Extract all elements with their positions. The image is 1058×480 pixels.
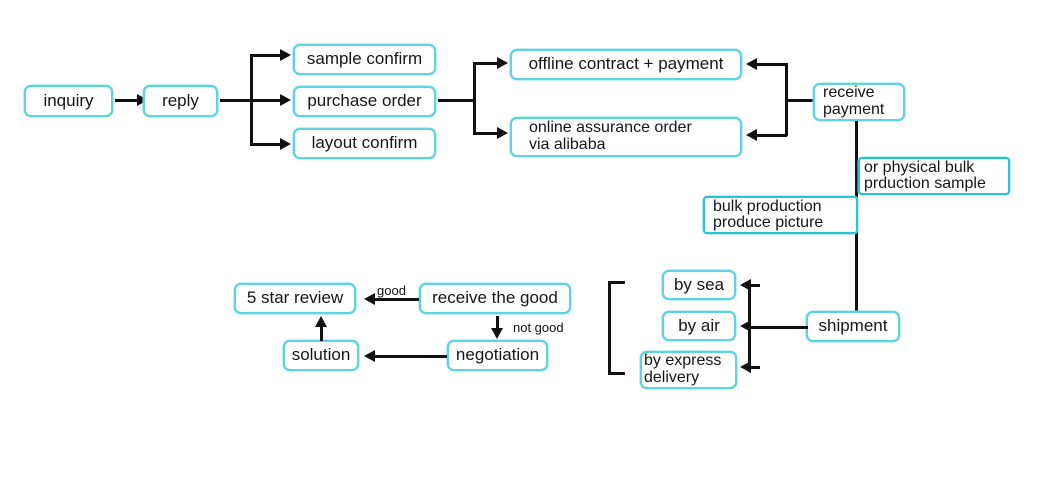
node-receive-payment[interactable]: receive payment: [813, 83, 905, 121]
arrowhead-solution-review: [315, 316, 327, 327]
arrowhead-good: [364, 293, 375, 305]
edge-shipment-sea: [748, 284, 760, 287]
node-by-express-delivery[interactable]: by express delivery: [640, 351, 737, 389]
node-negotiation[interactable]: negotiation: [447, 340, 548, 371]
arrowhead-reply-purchase: [280, 94, 291, 106]
node-receive-the-good[interactable]: receive the good: [419, 283, 571, 314]
arrowhead-reply-layout: [280, 138, 291, 150]
shipping-methods-bracket: [608, 281, 625, 375]
node-bulk-production[interactable]: bulk production produce picture: [703, 196, 858, 234]
edge-not-good: [496, 316, 499, 334]
arrowhead-purchase-offline: [497, 57, 508, 69]
node-5-star-review[interactable]: 5 star review: [234, 283, 356, 314]
edge-shipment-trunk: [748, 326, 808, 329]
node-solution[interactable]: solution: [283, 340, 359, 371]
node-layout-confirm[interactable]: layout confirm: [293, 128, 436, 159]
arrowhead-shipment-sea: [740, 279, 751, 291]
node-sample-confirm[interactable]: sample confirm: [293, 44, 436, 75]
edge-reply-trunk: [220, 99, 252, 102]
edge-reply-purchase: [250, 99, 284, 102]
edge-purchase-offline: [473, 62, 501, 65]
node-inquiry[interactable]: inquiry: [24, 85, 113, 117]
edge-contract-fan-spine: [473, 62, 476, 134]
edge-shipment-express: [748, 366, 760, 369]
edge-label-good: good: [377, 283, 406, 298]
edge-receivepay-online: [756, 134, 787, 137]
edge-receivepay-spine: [785, 63, 788, 136]
node-by-air[interactable]: by air: [662, 311, 736, 341]
node-online-assurance[interactable]: online assurance order via alibaba: [510, 117, 742, 157]
edge-good: [373, 298, 419, 301]
edge-receivepay-offline: [756, 63, 787, 66]
arrowhead-negotiation-solution: [364, 350, 375, 362]
node-reply[interactable]: reply: [143, 85, 218, 117]
arrowhead-not-good: [491, 328, 503, 339]
arrowhead-shipment-express: [740, 361, 751, 373]
arrowhead-shipment-air: [740, 320, 751, 332]
edge-inquiry-reply: [115, 99, 139, 102]
node-purchase-order[interactable]: purchase order: [293, 86, 436, 117]
edge-label-not-good: not good: [513, 320, 564, 335]
edge-solution-review: [320, 327, 323, 341]
node-shipment[interactable]: shipment: [806, 311, 900, 342]
edge-purchase-online: [473, 132, 501, 135]
node-by-sea[interactable]: by sea: [662, 270, 736, 300]
edge-reply-layout: [250, 143, 284, 146]
node-physical-sample[interactable]: or physical bulk prduction sample: [858, 157, 1010, 195]
arrowhead-reply-sample: [280, 49, 291, 61]
edge-negotiation-solution: [373, 355, 447, 358]
arrowhead-receivepay-offline: [746, 58, 757, 70]
arrowhead-purchase-online: [497, 127, 508, 139]
edge-purchase-trunk: [438, 99, 476, 102]
arrowhead-receivepay-online: [746, 129, 757, 141]
edge-receivepay-trunk: [785, 99, 814, 102]
node-offline-contract[interactable]: offline contract + payment: [510, 49, 742, 80]
edge-reply-sample: [250, 54, 284, 57]
arrowhead-inquiry-reply: [137, 94, 148, 106]
